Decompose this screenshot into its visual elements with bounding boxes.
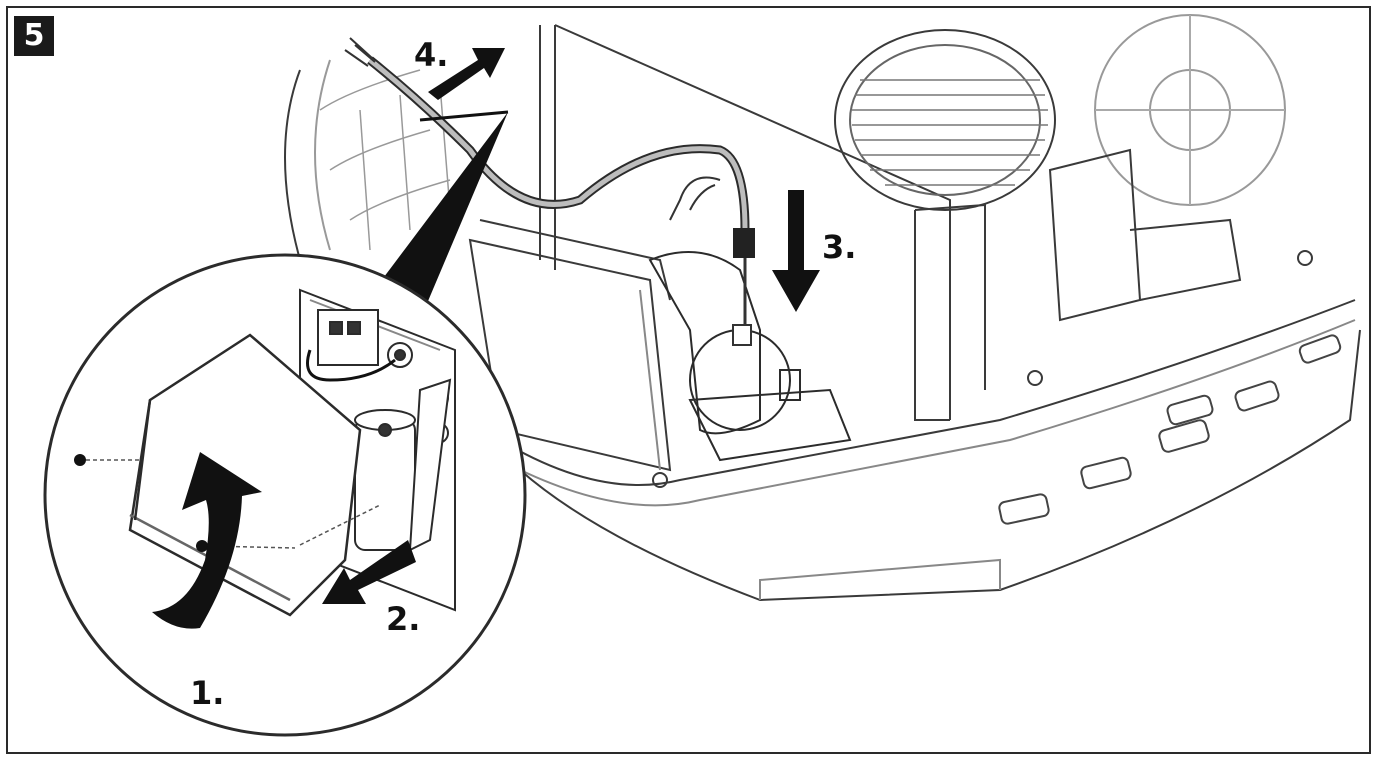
internal-panels — [468, 24, 986, 472]
callout-wedge — [378, 110, 509, 320]
motor-assembly — [648, 251, 852, 462]
main-housing — [284, 59, 1361, 602]
step-label-4: 4. — [414, 36, 449, 74]
detail-inset — [43, 253, 527, 737]
blower-wheel — [834, 14, 1286, 322]
push-down-arrow-icon — [772, 190, 820, 312]
rotate-arrow-icon — [152, 452, 262, 629]
slide-out-arrow-icon — [322, 540, 416, 604]
figure-number-badge: 5 — [14, 16, 54, 56]
pull-out-arrow-icon — [428, 48, 505, 100]
step-label-2: 2. — [386, 600, 421, 638]
left-grille — [319, 69, 451, 251]
step-label-1: 1. — [190, 674, 225, 712]
step-label-3: 3. — [822, 228, 857, 266]
